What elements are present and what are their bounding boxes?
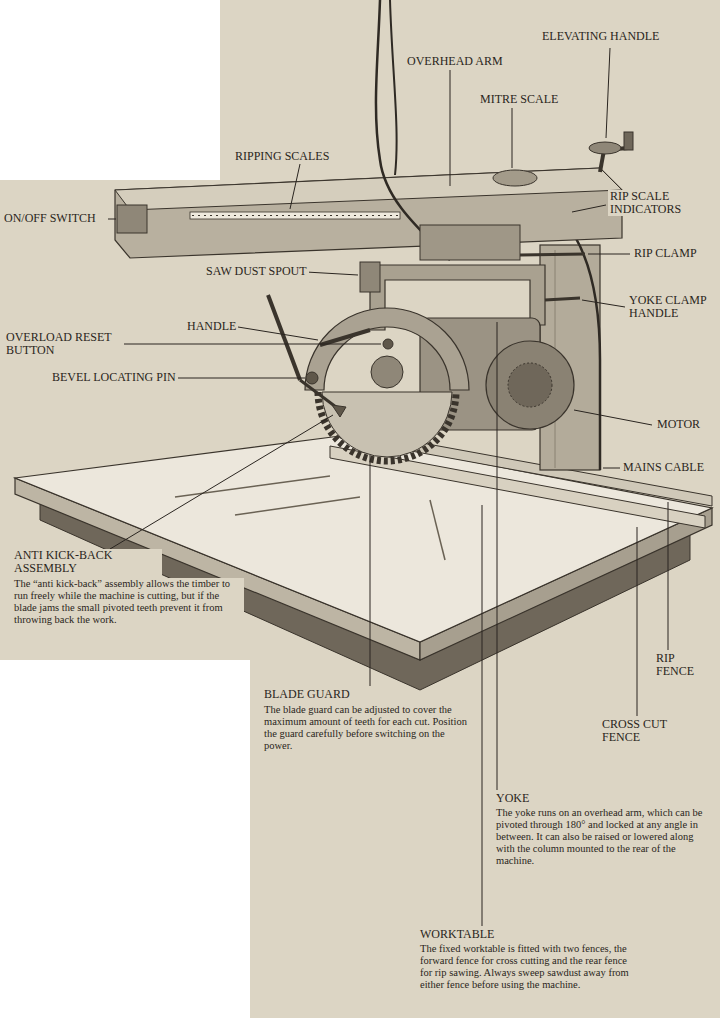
part-label: MOTOR xyxy=(655,418,702,431)
leader-lines xyxy=(108,48,668,926)
carriage xyxy=(420,225,520,260)
description-text: The yoke runs on an overhead arm, which … xyxy=(494,807,710,867)
saw-blade xyxy=(318,392,456,461)
part-label: OVERHEAD ARM xyxy=(405,55,505,68)
part-label: YOKE CLAMP HANDLE xyxy=(627,294,715,320)
part-label: MAINS CABLE xyxy=(621,461,706,474)
description-text: The blade guard can be adjusted to cover… xyxy=(262,704,472,752)
description-text: The “anti kick-back” assembly allows the… xyxy=(12,578,244,626)
switch-box xyxy=(117,205,147,233)
description-text: The fixed worktable is fitted with two f… xyxy=(418,943,633,991)
saw-dust-spout xyxy=(360,262,380,292)
part-label: RIP CLAMP xyxy=(632,247,699,260)
blade-guard xyxy=(305,308,469,390)
part-label: RIPPING SCALES xyxy=(233,150,331,163)
part-label: MITRE SCALE xyxy=(478,93,560,106)
part-label: SAW DUST SPOUT xyxy=(204,265,309,278)
rip-clamp xyxy=(520,254,585,255)
part-label: CROSS CUT FENCE xyxy=(600,718,690,744)
bevel-pin xyxy=(306,372,318,384)
part-label: ON/OFF SWITCH xyxy=(2,212,98,225)
part-label: HANDLE xyxy=(185,320,238,333)
cable xyxy=(376,0,450,260)
handle xyxy=(320,330,370,345)
part-label: WORKTABLE xyxy=(418,928,496,941)
part-label: RIP SCALE INDICATORS xyxy=(608,190,706,216)
ripping-scale xyxy=(190,212,400,219)
part-label: YOKE xyxy=(494,792,531,805)
part-label: OVERLOAD RESET BUTTON xyxy=(4,331,124,357)
part-label: BLADE GUARD xyxy=(262,688,352,701)
overhead-arm xyxy=(115,168,622,258)
part-label: BEVEL LOCATING PIN xyxy=(50,371,178,384)
part-label: ELEVATING HANDLE xyxy=(540,30,661,43)
yoke-clamp xyxy=(545,298,580,300)
part-label: ANTI KICK-BACK ASSEMBLY xyxy=(12,549,162,575)
overload-button xyxy=(383,339,393,349)
mitre-scale xyxy=(493,170,537,186)
part-label: RIP FENCE xyxy=(654,652,704,678)
